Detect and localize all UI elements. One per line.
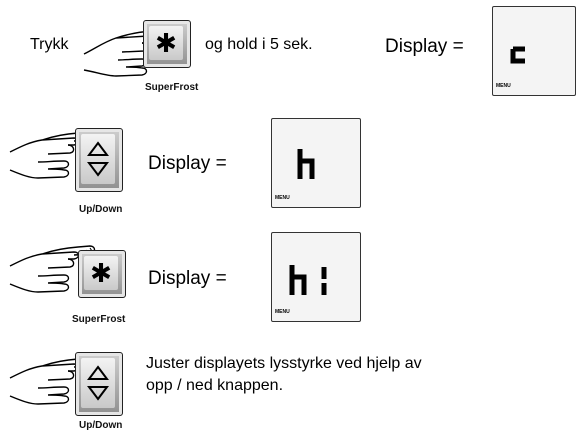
- superfrost-button[interactable]: ✱: [78, 250, 126, 298]
- display-label: Display =: [385, 36, 464, 57]
- instruction-suffix: og hold i 5 sek.: [205, 36, 313, 53]
- superfrost-button[interactable]: ✱: [143, 20, 191, 68]
- instruction-line-2: opp / ned knappen.: [146, 377, 284, 394]
- display-label: Display =: [148, 153, 227, 174]
- pointing-hand-icon: [9, 245, 96, 293]
- instruction-prefix: Trykk: [30, 36, 69, 53]
- up-down-arrows-icon: [87, 141, 109, 177]
- display-glyph-c: [510, 46, 525, 64]
- button-caption: SuperFrost: [145, 82, 199, 93]
- button-caption: SuperFrost: [72, 314, 126, 325]
- display-label: Display =: [148, 268, 227, 289]
- instruction-line-1: Juster displayets lysstyrke ved hjelp av: [146, 355, 422, 372]
- display-panel: MENU: [271, 232, 361, 322]
- button-caption: Up/Down: [79, 420, 123, 431]
- display-glyph-h1: [289, 265, 327, 295]
- up-down-arrows-icon: [87, 365, 109, 401]
- button-caption: Up/Down: [79, 204, 123, 215]
- menu-label: MENU: [275, 195, 290, 201]
- asterisk-icon: ✱: [90, 257, 112, 288]
- menu-label: MENU: [275, 309, 290, 315]
- menu-label: MENU: [496, 83, 511, 89]
- up-down-button[interactable]: [75, 128, 123, 192]
- display-glyph-h: [297, 149, 315, 179]
- display-panel: MENU: [492, 6, 576, 96]
- asterisk-icon: ✱: [155, 27, 177, 58]
- display-panel: MENU: [271, 118, 361, 208]
- up-down-button[interactable]: [75, 352, 123, 416]
